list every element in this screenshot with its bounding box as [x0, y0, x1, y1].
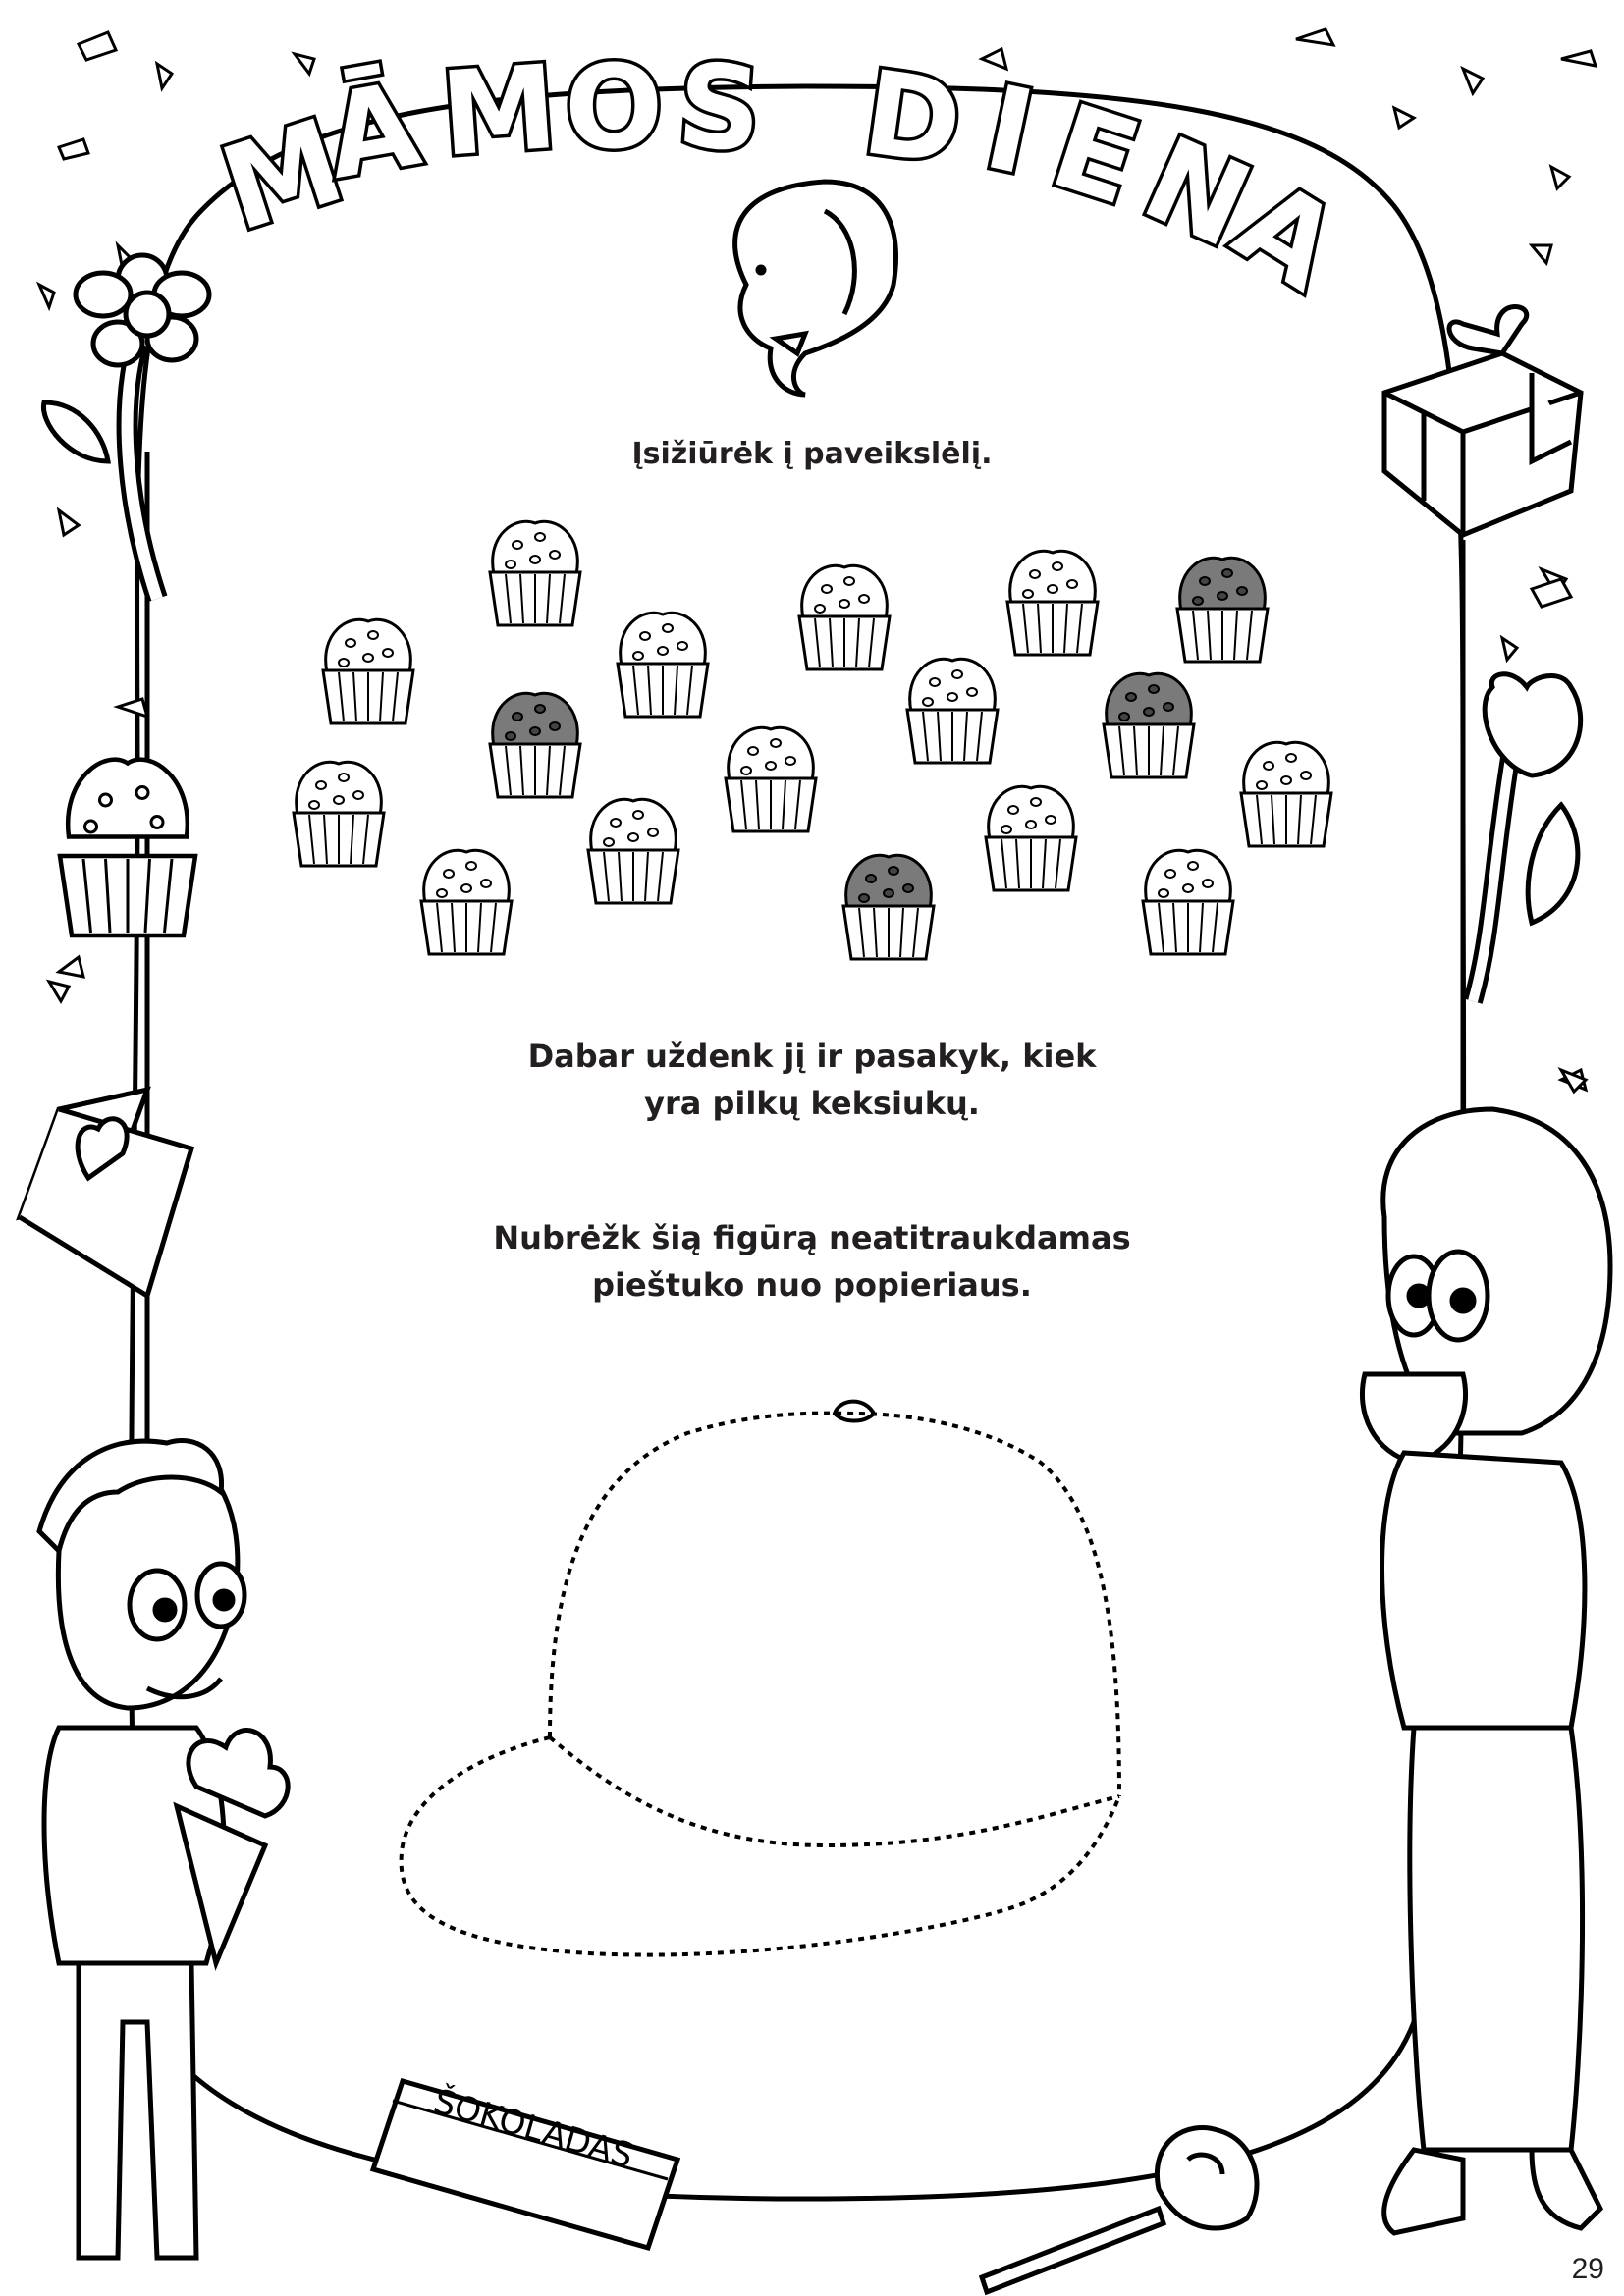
woman-character [1359, 1106, 1613, 2236]
elephant-head-icon [732, 179, 898, 398]
muffin-white [616, 611, 710, 719]
muffin-white [419, 848, 514, 956]
muffin-white [1141, 848, 1235, 956]
muffin-white [488, 519, 582, 627]
muffin-icon [60, 757, 195, 935]
title-letter: I [975, 59, 1046, 200]
card-heart-icon [16, 1086, 195, 1300]
muffin-white [321, 617, 415, 725]
instruction-look: Įsižiūrėk į paveikslėlį. [631, 437, 993, 471]
muffin-white [724, 725, 818, 833]
instruction-cover-line1: Dabar uždenk jį ir pasakyk, kiek [527, 1038, 1097, 1075]
instruction-draw: Nubrėžk šią figūrą neatitraukdamas piešt… [419, 1214, 1205, 1308]
muffin-white [1005, 549, 1100, 657]
title-letter: D [856, 44, 970, 191]
chocolate-bar-icon: ŠOKOLADAS [369, 2077, 681, 2252]
muffin-white [797, 563, 892, 671]
muffin-white [292, 760, 386, 868]
muffin-grey [488, 691, 582, 799]
page-number: 29 [1571, 2253, 1604, 2285]
muffin-grey [1175, 556, 1270, 664]
gift-box-icon [1381, 304, 1584, 538]
muffin-grey [841, 853, 936, 961]
cap-tracing-shape [399, 1399, 1121, 1957]
instruction-draw-line1: Nubrėžk šią figūrą neatitraukdamas [493, 1219, 1131, 1256]
muffin-white [905, 657, 1000, 765]
muffin-grid [292, 519, 1333, 961]
instruction-draw-line2: pieštuko nuo popieriaus. [592, 1266, 1032, 1304]
muffin-grey [1102, 671, 1196, 779]
muffin-white [984, 784, 1078, 892]
flower-icon [40, 252, 212, 603]
tulip-icon [1463, 671, 1584, 1004]
instruction-cover: Dabar uždenk jį ir pasakyk, kiek yra pil… [468, 1033, 1156, 1127]
page-frame [128, 83, 1467, 2202]
title-letter: M [437, 39, 562, 183]
instruction-cover-line2: yra pilkų keksiukų. [644, 1085, 980, 1122]
muffin-white [1239, 740, 1333, 848]
boy-character [36, 1437, 291, 2261]
muffin-white [586, 797, 680, 905]
confetti [35, 27, 1598, 1095]
rose-icon [978, 2125, 1260, 2296]
title-letter: S [674, 37, 766, 179]
title-letter: O [565, 39, 663, 175]
